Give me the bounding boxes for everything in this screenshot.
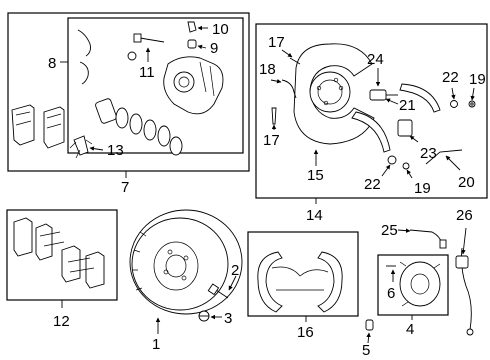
backing-plate-group [255, 23, 488, 204]
pad-b [35, 223, 53, 261]
wheel-speed-sensor [455, 247, 474, 336]
dust-shield [293, 43, 375, 145]
bracket-20 [425, 149, 463, 165]
callout-22b: 22 [364, 176, 381, 193]
shoe-a [257, 251, 283, 313]
pad-set-group [6, 209, 118, 308]
spring-18 [281, 79, 297, 99]
callout-10: 10 [212, 21, 229, 38]
callout-11: 11 [139, 64, 155, 81]
callout-1: 1 [152, 336, 160, 353]
pad-c [61, 245, 81, 283]
shoe-b [317, 251, 343, 313]
leader-25 [397, 228, 411, 233]
pin-5 [365, 319, 374, 331]
callout-17b: 17 [263, 132, 280, 149]
callout-3: 3 [224, 310, 232, 327]
callout-26: 26 [456, 207, 473, 224]
adjuster-24 [369, 89, 398, 101]
callout-19b: 19 [414, 180, 431, 197]
callout-21: 21 [399, 97, 416, 114]
callout-14: 14 [306, 207, 323, 224]
callout-labels: 1 2 3 4 5 6 7 8 9 10 11 12 13 14 15 16 1… [48, 21, 486, 359]
rotor-screw [198, 310, 210, 322]
leader-20 [445, 155, 461, 171]
leader-19a [470, 87, 475, 101]
backing-plate-frame [255, 23, 488, 199]
actuator-23 [397, 119, 413, 137]
callout-2: 2 [231, 262, 239, 279]
nut-22a [450, 100, 458, 108]
callout-19a: 19 [469, 71, 486, 88]
shoe-kit-group [247, 231, 359, 322]
pad-a [13, 217, 33, 257]
bleeder-screw [187, 21, 197, 49]
leader-17a [281, 49, 293, 58]
caliper-inner-frame [67, 17, 244, 154]
parking-shoe-upper [399, 83, 441, 113]
callout-20: 20 [458, 174, 475, 191]
leader-22a [451, 87, 456, 100]
pin-17b [271, 107, 277, 125]
pad-d [85, 251, 105, 289]
leader-13 [89, 146, 104, 151]
washer-19b [402, 162, 410, 170]
callout-12: 12 [53, 313, 70, 330]
callout-7: 7 [121, 179, 129, 196]
callout-16: 16 [297, 324, 314, 341]
parking-shoe [351, 111, 391, 153]
callout-9: 9 [210, 40, 218, 57]
callout-5: 5 [362, 342, 370, 359]
piston-seals [95, 98, 183, 156]
hub-frame [377, 254, 449, 316]
leader-18 [270, 78, 282, 84]
pad-clip [69, 135, 93, 159]
leader-26 [461, 227, 467, 255]
leader-22b [381, 164, 391, 177]
callout-23: 23 [420, 145, 437, 162]
caliper-pads [11, 104, 65, 149]
nut-22b [387, 155, 397, 165]
caliper-outer-frame [7, 12, 250, 172]
rotor-bolt [207, 283, 229, 299]
callout-13: 13 [107, 142, 124, 159]
callout-8: 8 [48, 55, 56, 72]
spring-clip [77, 29, 91, 85]
sensor-wire [409, 229, 447, 249]
caliper-group [7, 12, 250, 178]
callout-4: 4 [406, 321, 414, 338]
callout-15: 15 [307, 167, 324, 184]
callout-25: 25 [381, 222, 398, 239]
leader-2 [228, 275, 237, 291]
leader-5 [366, 332, 371, 344]
screw-17a [289, 57, 301, 65]
leader-19b [406, 169, 413, 179]
leader-23 [409, 135, 419, 143]
hub-group [377, 254, 449, 320]
leader-21 [385, 98, 399, 105]
guide-pin [127, 33, 165, 61]
callout-24: 24 [367, 51, 384, 68]
callout-22a: 22 [442, 69, 459, 86]
caliper-body [163, 56, 224, 115]
callout-6: 6 [387, 285, 395, 302]
callout-18: 18 [259, 61, 276, 78]
leader-9 [197, 44, 207, 50]
shoe-kit-frame [247, 231, 359, 317]
callout-17a: 17 [268, 34, 285, 51]
brake-rotor [129, 209, 243, 315]
